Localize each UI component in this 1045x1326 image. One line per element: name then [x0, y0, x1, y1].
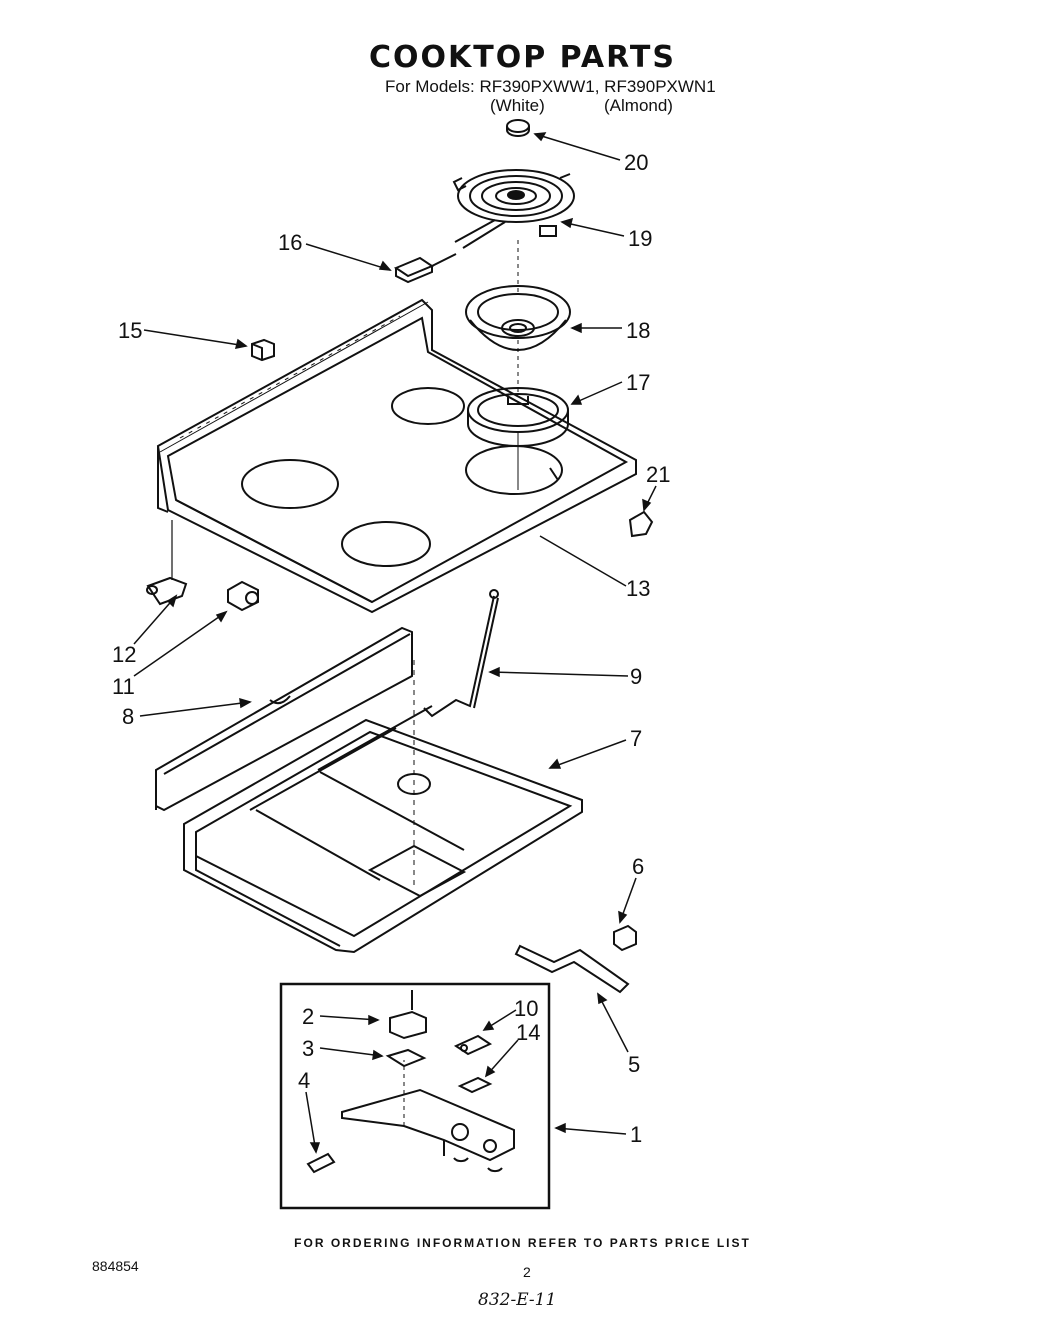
- callout-12: 12: [112, 642, 136, 667]
- part-9-rod: [423, 589, 499, 718]
- callout-15: 15: [118, 318, 142, 343]
- part-12-terminal: [146, 576, 188, 606]
- part-4-tab: [306, 1152, 336, 1174]
- switch-assembly-frame: [279, 982, 551, 1210]
- callout-7: 7: [630, 726, 642, 751]
- part-3-plate: [385, 1048, 427, 1068]
- part-16-receptacle: [393, 253, 457, 284]
- part-19-surface-element: [452, 169, 575, 249]
- callout-16: 16: [278, 230, 302, 255]
- part-13-cooktop: [156, 298, 637, 614]
- part-20-cap: [506, 119, 530, 137]
- part-7-drip-pan: [183, 660, 583, 954]
- part-21-bracket: [628, 510, 654, 538]
- part-5-strap: [514, 944, 630, 994]
- callout-8: 8: [122, 704, 134, 729]
- callout-1: 1: [630, 1122, 642, 1147]
- callout-4: 4: [298, 1068, 310, 1093]
- callout-20: 20: [624, 150, 648, 175]
- callout-19: 19: [628, 226, 652, 251]
- callout-6: 6: [632, 854, 644, 879]
- callout-11: 11: [112, 674, 135, 699]
- part-2-switch: [389, 990, 427, 1040]
- callout-13: 13: [626, 576, 650, 601]
- callout-14: 14: [516, 1020, 540, 1045]
- ordering-note: FOR ORDERING INFORMATION REFER TO PARTS …: [294, 1236, 751, 1250]
- leader-lines: [133, 132, 657, 1154]
- callout-3: 3: [302, 1036, 314, 1061]
- callout-9: 9: [630, 664, 642, 689]
- handwritten-code: 832-E-11: [478, 1290, 557, 1310]
- part-8-rear-panel: [155, 626, 413, 812]
- callout-21: 21: [646, 462, 670, 487]
- callout-2: 2: [302, 1004, 314, 1029]
- part-14-plate: [457, 1076, 493, 1094]
- callout-10: 10: [514, 996, 538, 1021]
- page-number: 2: [523, 1264, 531, 1280]
- models-line: For Models: RF390PXWW1, RF390PXWN1: [385, 77, 716, 96]
- callout-18: 18: [626, 318, 650, 343]
- page-title: COOKTOP PARTS: [369, 40, 676, 75]
- part-15-clip: [251, 338, 275, 362]
- callout-5: 5: [628, 1052, 640, 1077]
- part-6-clip: [613, 924, 637, 952]
- part-1-switch-body: [341, 1060, 515, 1173]
- variant-white: (White): [490, 96, 545, 115]
- variant-almond: (Almond): [604, 96, 673, 115]
- doc-number: 884854: [92, 1258, 139, 1274]
- callout-17: 17: [626, 370, 650, 395]
- part-10-connector: [453, 1034, 493, 1056]
- part-11-insulator: [227, 580, 259, 612]
